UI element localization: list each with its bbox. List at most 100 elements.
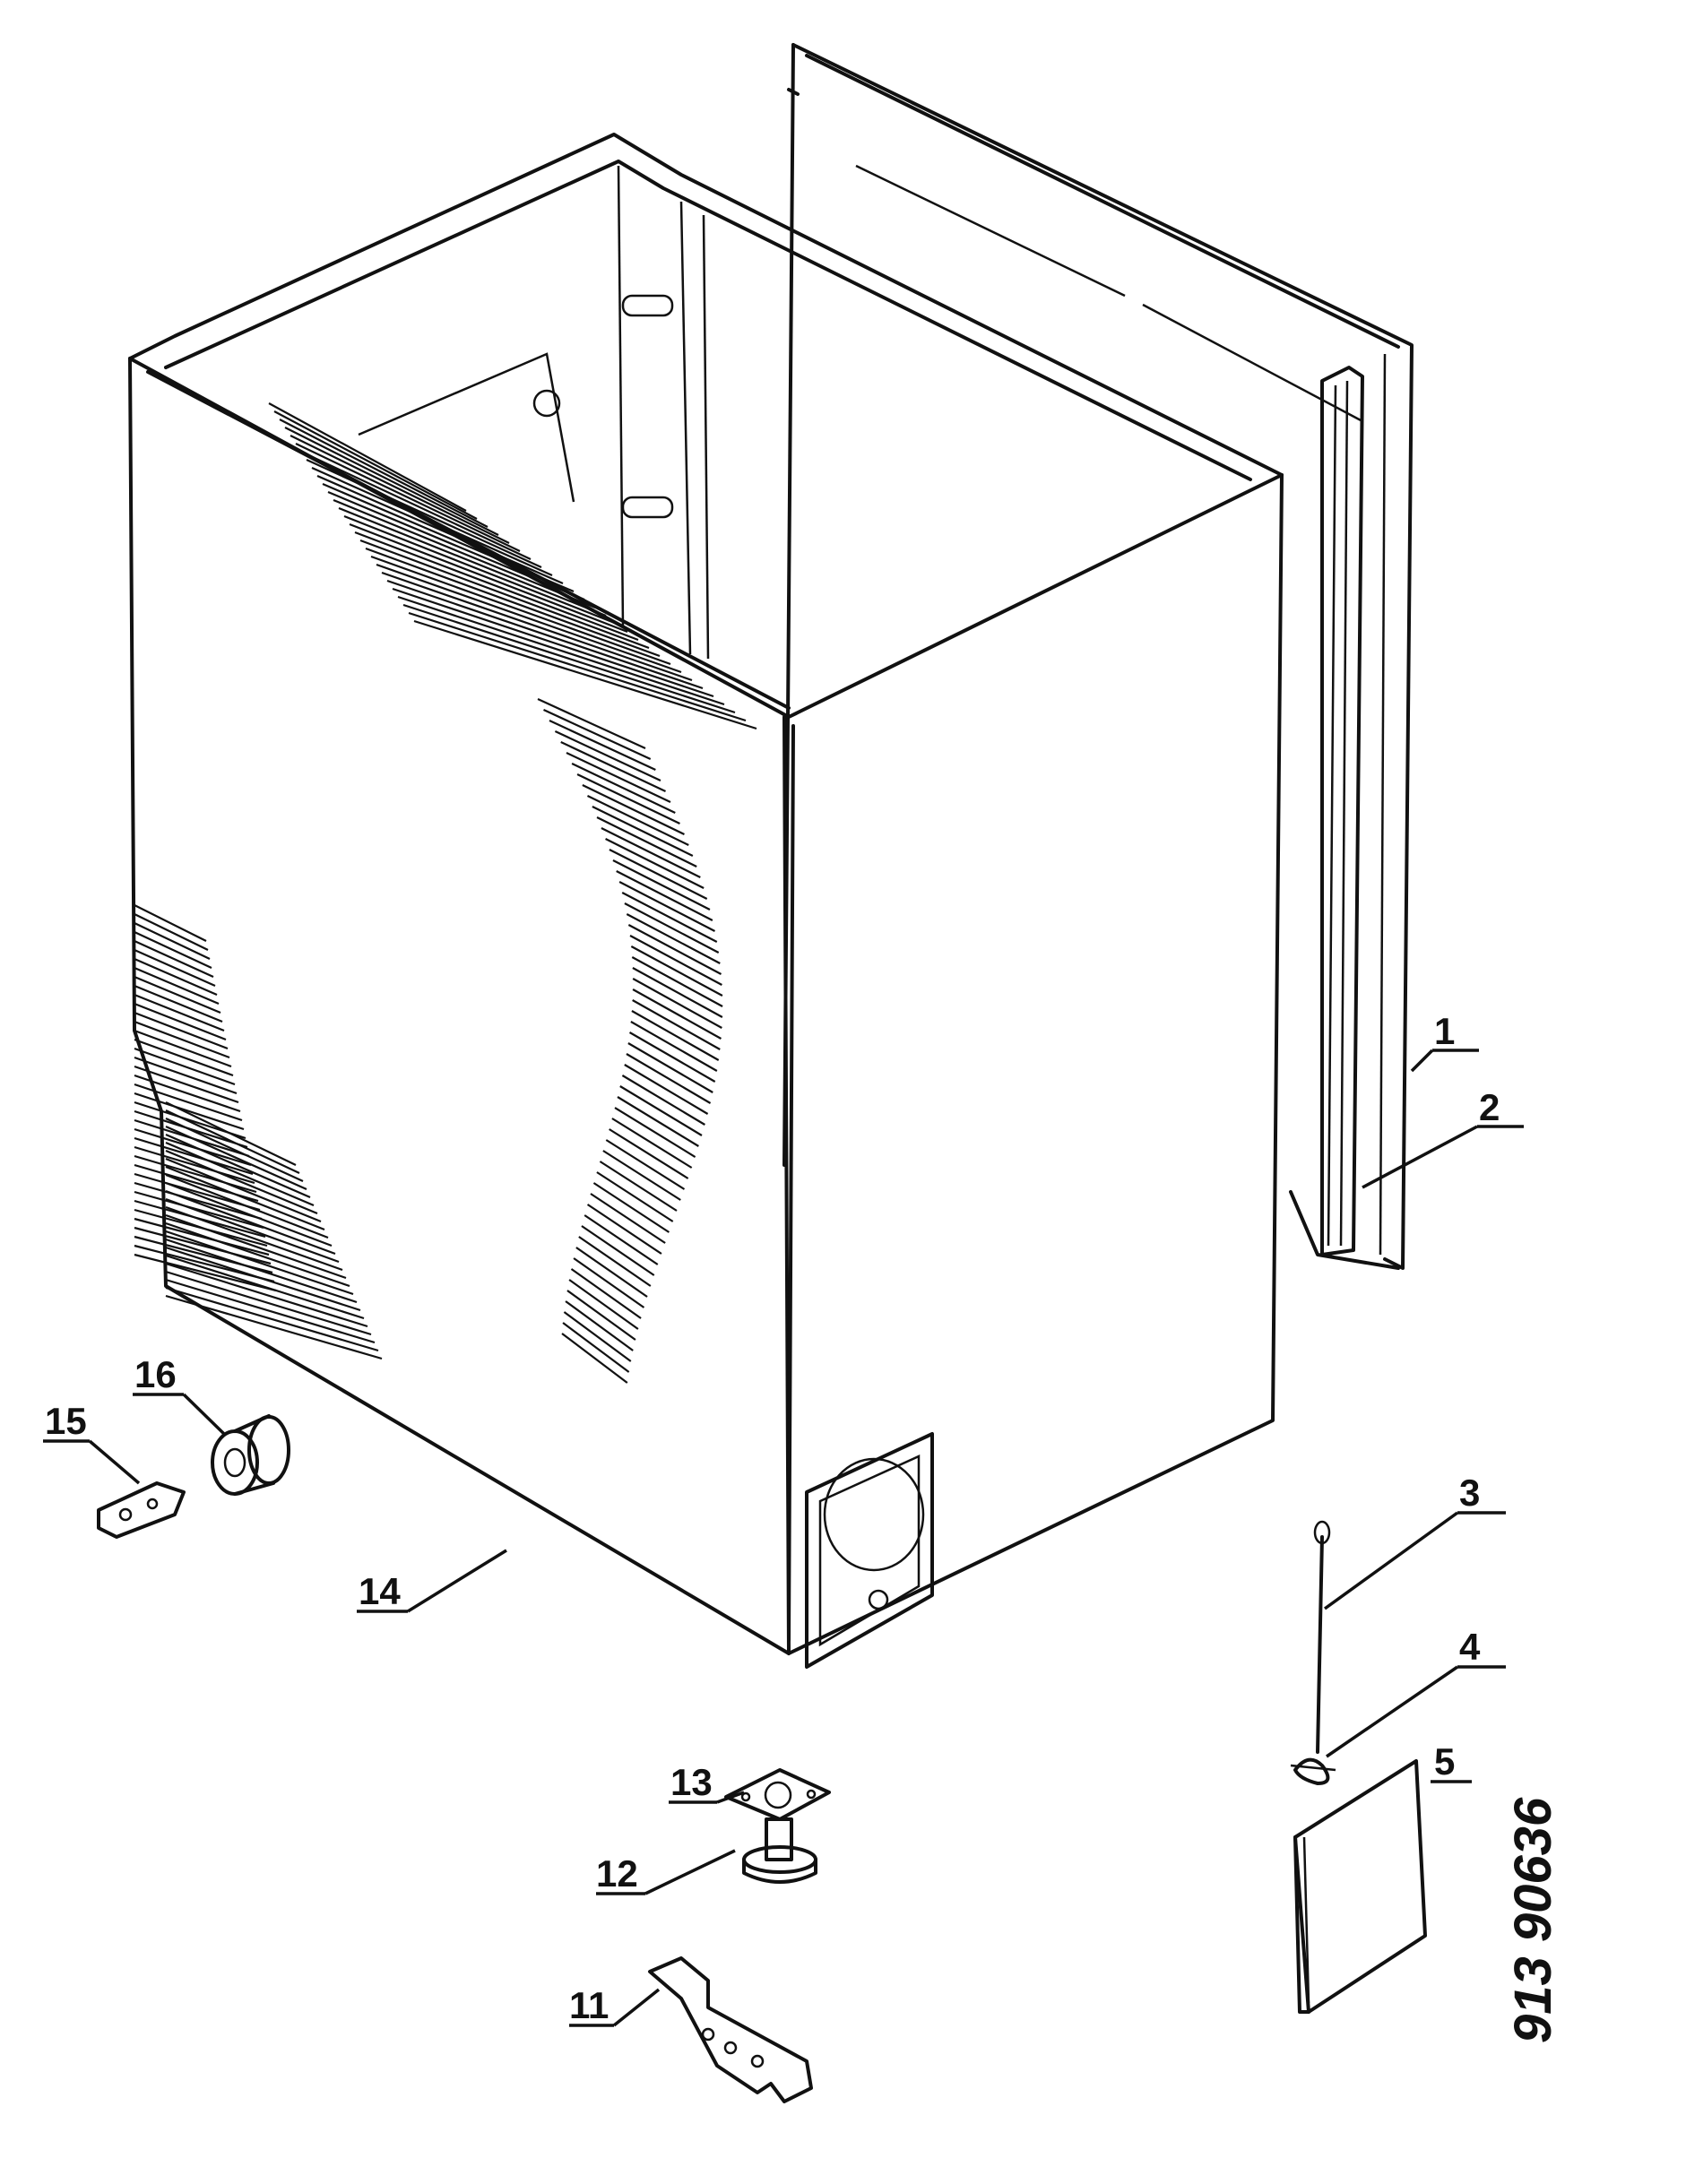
hatch-line: [624, 1064, 709, 1115]
hatch-line: [562, 1322, 630, 1373]
adjustable-foot-drawing: [742, 1817, 817, 1884]
hatch-line: [134, 1190, 264, 1230]
hatch-line: [408, 611, 747, 722]
hatch-line: [134, 1020, 230, 1059]
callout-12: 12: [596, 1849, 736, 1895]
hatch-line: [578, 1236, 652, 1287]
hatch-line: [134, 948, 216, 988]
callout-14: 14: [357, 1549, 507, 1613]
hatch-line: [566, 1290, 636, 1341]
hatch-line: [549, 720, 656, 771]
callout-3: 3: [1323, 1472, 1506, 1610]
hatch-line: [566, 752, 671, 803]
hatch-line: [602, 1150, 681, 1201]
hatch-line: [627, 924, 722, 975]
hatch-line: [279, 419, 489, 528]
bracket-drawing: [648, 1956, 813, 2103]
hatch-line: [381, 571, 693, 682]
hatch-line: [626, 1053, 712, 1104]
hatch-line: [627, 1042, 713, 1093]
callout-13: 13: [669, 1761, 745, 1804]
hatch-line: [624, 902, 720, 954]
hatch-line: [632, 988, 722, 1040]
catalog-number: 913 90636: [1504, 1797, 1562, 2043]
hatch-line: [268, 402, 467, 512]
hatch-line: [134, 966, 220, 1006]
hatch-line: [327, 490, 585, 601]
hatch-line: [386, 579, 704, 690]
hatch-line: [134, 931, 212, 969]
hatch-line: [631, 956, 723, 1007]
hatch-line: [165, 1238, 358, 1304]
hatch-line: [581, 1225, 655, 1276]
hatch-line: [165, 1165, 325, 1231]
hatch-line: [165, 1109, 300, 1174]
hatch-line: [165, 1294, 383, 1360]
hatch-line: [165, 1117, 304, 1183]
hatch-line: [273, 410, 478, 520]
hatch-line: [134, 1226, 272, 1265]
hatch-line: [300, 451, 532, 560]
svg-text:15: 15: [45, 1400, 87, 1442]
hatch-line: [628, 1032, 716, 1083]
clip-small-drawing: [97, 1481, 186, 1539]
hatch-line: [630, 1021, 718, 1072]
hatch-line: [616, 870, 713, 921]
hatch-line: [165, 1133, 311, 1199]
hatch-line: [565, 1300, 634, 1351]
hatch-line: [609, 1128, 689, 1179]
hatch-line: [573, 1257, 645, 1308]
hatch-line: [397, 595, 725, 706]
hatch-line: [134, 1002, 227, 1041]
hatch-line: [165, 1141, 315, 1207]
svg-text:4: 4: [1459, 1626, 1481, 1668]
svg-text:16: 16: [134, 1353, 177, 1395]
hatch-line: [413, 619, 757, 730]
hatch-line: [134, 1181, 263, 1221]
hatch-line: [165, 1205, 343, 1272]
hatch-line: [134, 1217, 270, 1256]
svg-text:14: 14: [359, 1570, 401, 1612]
hatch-line: [165, 1254, 365, 1320]
hatch-line: [582, 784, 685, 835]
hatch-line: [134, 1056, 238, 1095]
hatch-line: [359, 539, 650, 650]
hatch-line: [601, 827, 701, 878]
hatch-line: [333, 498, 596, 609]
hatch-line: [629, 935, 722, 986]
hatch-line: [134, 984, 223, 1023]
hatch-line: [134, 1083, 243, 1122]
hatch-line: [596, 1171, 674, 1222]
hatch-line: [165, 1246, 361, 1312]
hatch-line: [376, 563, 682, 674]
hatch-line: [165, 1125, 307, 1191]
cabinet-drawing: [128, 133, 1284, 1669]
hatch-line: [592, 1182, 670, 1233]
svg-text:1: 1: [1434, 1010, 1455, 1052]
hatch-line: [165, 1213, 347, 1280]
svg-text:2: 2: [1479, 1086, 1500, 1128]
hatch-line: [165, 1230, 354, 1296]
hatch-line: [612, 859, 711, 911]
hatch-line: [165, 1181, 333, 1247]
hatch-line: [554, 730, 661, 781]
hatch-line: [165, 1197, 340, 1264]
hatch-line: [586, 1204, 662, 1255]
hatch-line: [621, 1075, 705, 1126]
hatch-line: [617, 1096, 699, 1147]
hatch-line: [584, 1214, 659, 1265]
hatch-line: [165, 1157, 322, 1223]
hatch-line: [392, 587, 714, 698]
hatch-line: [165, 1149, 318, 1215]
svg-text:5: 5: [1434, 1740, 1455, 1783]
hatch-line: [354, 531, 639, 642]
hatch-line: [134, 1074, 241, 1113]
hatch-line: [611, 1118, 693, 1169]
hatch-line: [560, 741, 666, 792]
hatch-line: [165, 1278, 376, 1344]
hatch-line: [632, 978, 722, 1029]
small-panel-drawing: [1293, 1759, 1427, 2014]
hatch-line: [134, 1011, 229, 1050]
callout-5: 5: [1431, 1740, 1472, 1783]
hatch-line: [570, 1268, 642, 1319]
